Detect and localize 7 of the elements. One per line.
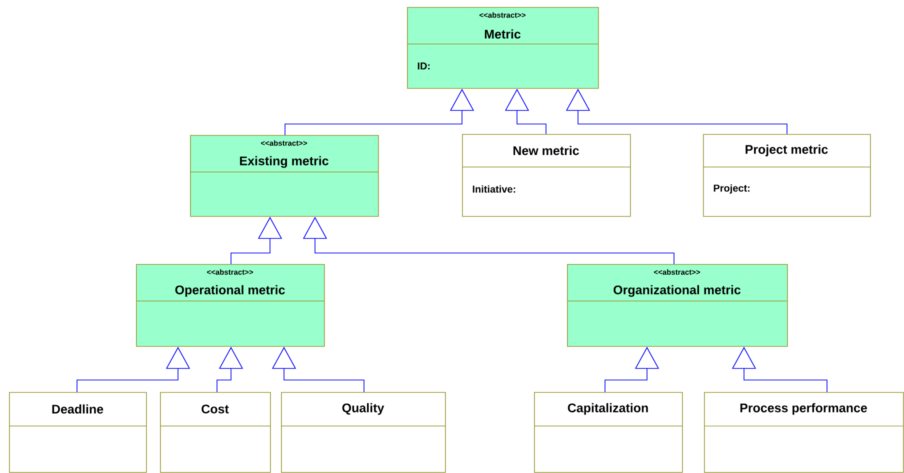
- class-box: New metric Initiative:: [462, 134, 631, 217]
- class-box: Quality: [280, 392, 446, 473]
- class-box: Deadline: [8, 392, 147, 473]
- class-box: Process performance: [704, 392, 904, 473]
- class-box: Cost: [160, 392, 271, 473]
- class-box: Project metric Project:: [702, 134, 871, 217]
- class-box: Capitalization: [534, 392, 683, 473]
